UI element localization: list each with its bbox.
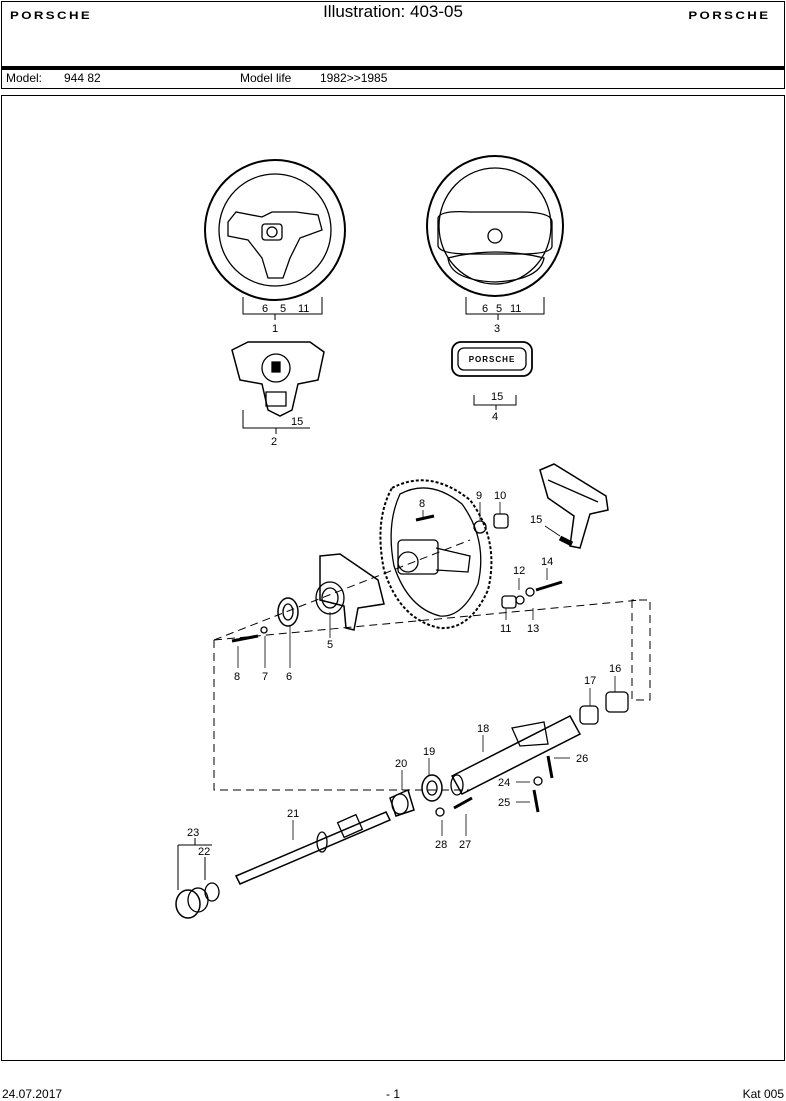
bracket-1 bbox=[242, 297, 323, 320]
callout-11: 11 bbox=[500, 623, 511, 635]
small-parts bbox=[231, 513, 574, 643]
bracket-3 bbox=[465, 297, 545, 320]
callout-8-top: 8 bbox=[419, 498, 425, 510]
callout-labels: 8 9 10 15 14 12 11 13 5 8 7 6 17 16 18 1… bbox=[187, 490, 621, 858]
porsche-badge-text: PORSCHE bbox=[469, 355, 516, 364]
callout-19: 19 bbox=[423, 746, 435, 758]
callout-16: 16 bbox=[609, 663, 621, 675]
callout-4-15: 15 bbox=[491, 391, 503, 403]
footer-catalog: Kat 005 bbox=[742, 1087, 784, 1101]
footer-date: 24.07.2017 bbox=[2, 1087, 63, 1101]
model-life-label: Model life bbox=[240, 71, 292, 85]
callout-5: 5 bbox=[327, 639, 333, 651]
contact-ring bbox=[277, 597, 299, 627]
leaders bbox=[237, 502, 616, 840]
porsche-logo-right: PORSCHE bbox=[687, 10, 770, 22]
callout-9: 9 bbox=[476, 490, 482, 502]
horn-pad-a bbox=[231, 341, 325, 417]
column-tube bbox=[450, 715, 582, 796]
callout-7: 7 bbox=[262, 671, 268, 683]
header: PORSCHE Illustration: 403-05 PORSCHE bbox=[1, 1, 785, 67]
callout-12: 12 bbox=[513, 565, 525, 577]
steering-wheel-b bbox=[426, 155, 564, 297]
callout-17: 17 bbox=[584, 675, 596, 687]
page-title: Illustration: 403-05 bbox=[323, 2, 463, 21]
callout-27: 27 bbox=[459, 839, 471, 851]
horn-pad-b bbox=[451, 341, 533, 377]
callout-14: 14 bbox=[541, 556, 553, 568]
bolts-lower bbox=[435, 755, 554, 817]
callout-1: 1 bbox=[272, 323, 278, 335]
callout-2-15: 15 bbox=[291, 416, 303, 428]
footer-page: - 1 bbox=[386, 1087, 401, 1101]
bushings bbox=[579, 691, 629, 725]
callout-3-5: 5 bbox=[496, 303, 502, 315]
bearing-housing-20 bbox=[389, 788, 415, 817]
callout-20: 20 bbox=[395, 758, 407, 770]
callout-26: 26 bbox=[576, 753, 588, 765]
callout-21: 21 bbox=[287, 808, 299, 820]
callout-3-6: 6 bbox=[482, 303, 488, 315]
callout-3: 3 bbox=[494, 323, 500, 335]
callout-1-5: 5 bbox=[280, 303, 286, 315]
callout-23: 23 bbox=[187, 827, 199, 839]
model-label: Model: bbox=[6, 71, 43, 85]
hub-adapter bbox=[315, 553, 385, 631]
model-value: 944 82 bbox=[64, 71, 101, 85]
callout-1-6: 6 bbox=[262, 303, 268, 315]
callout-28: 28 bbox=[435, 839, 447, 851]
bracket-23 bbox=[177, 838, 212, 890]
callout-22: 22 bbox=[198, 846, 210, 858]
illustration-frame bbox=[1, 95, 785, 1061]
horn-pad-exploded bbox=[539, 463, 609, 549]
callout-24: 24 bbox=[498, 777, 510, 789]
bracket-4 bbox=[473, 395, 517, 410]
bearing-19 bbox=[421, 774, 443, 802]
wheel-exploded bbox=[379, 479, 493, 630]
steering-shaft bbox=[234, 811, 392, 885]
callout-25: 25 bbox=[498, 797, 510, 809]
callout-4: 4 bbox=[492, 411, 498, 423]
steering-wheel-a bbox=[204, 159, 346, 301]
callout-6: 6 bbox=[286, 671, 292, 683]
callout-13: 13 bbox=[527, 623, 539, 635]
model-life-value: 1982>>1985 bbox=[320, 71, 388, 85]
model-bar: Model: 944 82 Model life 1982>>1985 bbox=[1, 67, 785, 89]
callout-10: 10 bbox=[494, 490, 506, 502]
callout-2: 2 bbox=[271, 436, 277, 448]
universal-joint bbox=[175, 882, 220, 919]
porsche-logo-left: PORSCHE bbox=[10, 10, 93, 22]
callout-8-bottom: 8 bbox=[234, 671, 240, 683]
callout-18: 18 bbox=[477, 723, 489, 735]
callout-3-11: 11 bbox=[510, 303, 521, 315]
callout-1-11: 11 bbox=[298, 303, 309, 315]
callout-15: 15 bbox=[530, 514, 542, 526]
bracket-2 bbox=[242, 410, 310, 434]
